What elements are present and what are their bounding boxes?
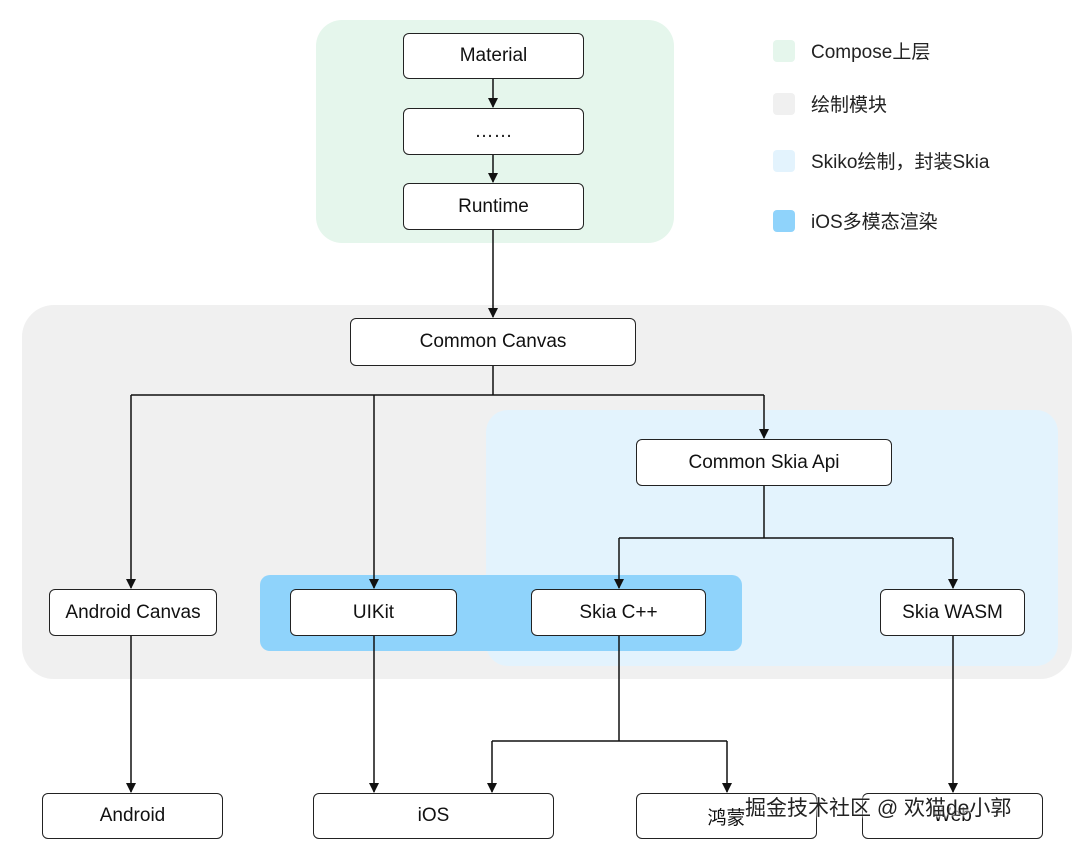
legend-label: Skiko绘制，封装Skia	[811, 152, 990, 173]
node-android-canvas: Android Canvas	[49, 589, 217, 636]
legend-label: iOS多模态渲染	[811, 212, 938, 233]
legend-swatch-ios	[773, 209, 795, 232]
legend-swatch-skiko	[773, 149, 795, 172]
node-runtime: Runtime	[403, 183, 584, 230]
node-uikit: UIKit	[290, 589, 457, 636]
legend-skiko: Skiko绘制，封装Skia	[773, 147, 989, 174]
legend-compose-upper: Compose上层	[773, 37, 930, 64]
node-android: Android	[42, 793, 223, 839]
node-common-canvas: Common Canvas	[350, 318, 636, 366]
node-harmony: 鸿蒙	[636, 793, 817, 839]
legend-label: Compose上层	[811, 42, 931, 63]
node-ellipsis: ……	[403, 108, 584, 155]
legend-swatch-drawing	[773, 92, 795, 115]
node-material: Material	[403, 33, 584, 79]
legend-swatch-compose	[773, 39, 795, 62]
node-skia-wasm: Skia WASM	[880, 589, 1025, 636]
legend-label: 绘制模块	[811, 95, 888, 116]
legend-drawing-module: 绘制模块	[773, 90, 887, 117]
node-web: Web	[862, 793, 1043, 839]
watermark: 掘金技术社区 @ 欢猫de小郭	[745, 797, 1012, 820]
node-common-skia-api: Common Skia Api	[636, 439, 892, 486]
node-skia-cpp: Skia C++	[531, 589, 706, 636]
legend-ios-multimodal: iOS多模态渲染	[773, 207, 938, 234]
node-ios: iOS	[313, 793, 554, 839]
